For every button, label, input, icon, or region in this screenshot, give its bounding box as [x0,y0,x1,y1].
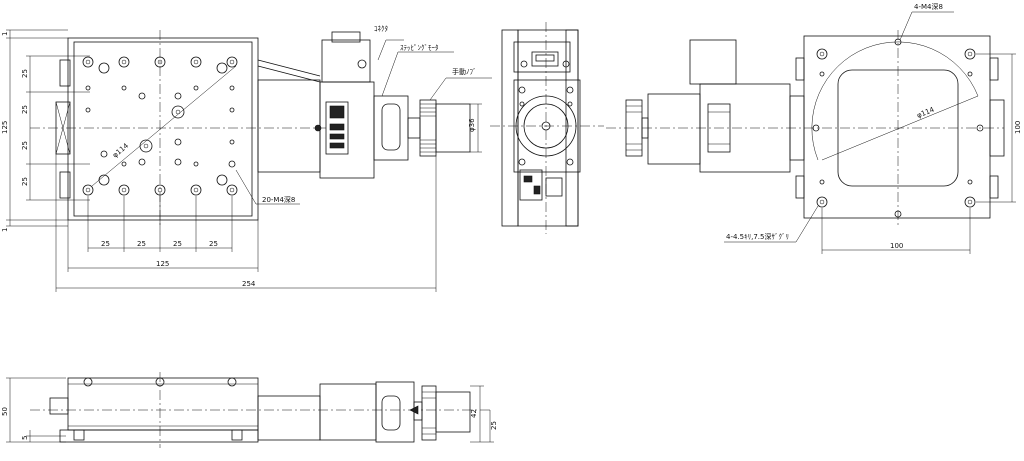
pcd-left-label: φ114 [111,141,130,159]
hole-grid [82,56,238,196]
connector-housing [321,39,371,83]
dim-pitch-1: 25 [101,240,110,248]
dim-top-small: 1 [1,32,9,36]
end-view-body [517,29,579,227]
right-table-outline [803,35,991,219]
front-hand-knob [421,385,437,441]
dim-pitch-3: 25 [173,240,182,248]
dim-motor-height: 42 [470,409,478,418]
dim-pitch-2: 25 [137,240,146,248]
dim-total-length: 254 [242,280,256,288]
dim-v-pitch-1: 25 [21,69,29,78]
connector-label: ｺﾈｸﾀ [374,25,388,33]
stage-base-outline [67,37,259,221]
stepping-motor-label: ｽﾃｯﾋﾟﾝｸﾞﾓｰﾀ [400,44,439,52]
dim-right-pitch-h: 100 [1014,121,1022,134]
hand-knob-label: 手動ﾉﾌﾞ [452,67,477,76]
top-view: φ114 1 125 1 25 25 25 25 25 25 25 25 125 [1,25,492,292]
dim-pitch-4: 25 [209,240,218,248]
pcd-right-label: φ114 [916,105,936,119]
end-view [490,22,604,234]
hand-knob-top [419,99,437,157]
dim-front-height: 50 [1,407,9,416]
dim-motor-offset: 25 [490,421,498,430]
right-view: φ114 100 100 4-M4深8 4-4.5ｷﾘ,7.5深ｻﾞｸﾞﾘ [606,2,1022,254]
front-motor-body [319,383,377,441]
dim-bottom-small: 1 [1,228,9,232]
counterbore-label: 4-4.5ｷﾘ,7.5深ｻﾞｸﾞﾘ [726,232,789,241]
front-stage-body [67,377,259,431]
dim-side-height: 125 [1,121,9,134]
front-view: 50 5 42 25 [1,372,498,448]
dim-table-width: 125 [156,260,169,268]
tap-holes-4-label: 4-M4深8 [914,2,943,11]
dim-v-pitch-4: 25 [21,177,29,186]
stage-table-outline [73,41,253,217]
dim-front-small: 5 [21,436,29,440]
motor-adapter [257,79,321,173]
dim-right-pitch-w: 100 [890,242,903,250]
tap-holes-20-label: 20-M4深8 [262,195,295,204]
knob-dia-label: φ36 [468,118,476,132]
dim-v-pitch-2: 25 [21,105,29,114]
dim-v-pitch-3: 25 [21,141,29,150]
